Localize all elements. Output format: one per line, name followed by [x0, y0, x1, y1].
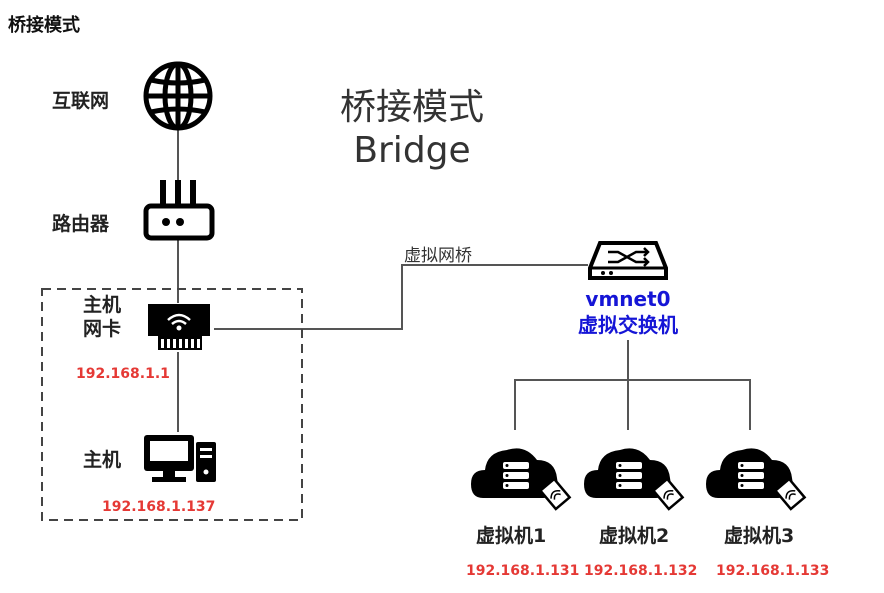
host-label: 主机: [83, 449, 122, 471]
vm2-ip: 192.168.1.132: [584, 563, 698, 579]
host-nic-label-line1: 主机: [83, 294, 122, 316]
globe-icon: [143, 61, 213, 131]
page-title: 桥接模式: [8, 15, 80, 36]
switch-label-line2: 虚拟交换机: [578, 313, 678, 337]
router-icon: [143, 180, 215, 241]
cloud-server-icon: [706, 448, 807, 511]
network-switch-icon: [588, 241, 668, 280]
vm1-ip: 192.168.1.131: [466, 563, 580, 579]
host-boundary-box: [41, 288, 303, 521]
diagram-title-cn: 桥接模式: [339, 87, 484, 128]
host-nic-label-line2: 网卡: [83, 317, 122, 340]
switch-label: vmnet0 虚拟交换机: [558, 286, 698, 338]
switch-label-line1: vmnet0: [585, 287, 671, 311]
vm3-label: 虚拟机3: [724, 525, 795, 547]
cloud-server-icon: [584, 448, 685, 511]
cloud-server-icon: [471, 448, 572, 511]
internet-label: 互联网: [52, 90, 110, 112]
host-nic-ip: 192.168.1.1: [76, 366, 170, 382]
host-ip: 192.168.1.137: [102, 499, 216, 515]
router-label: 路由器: [52, 213, 110, 235]
switch-branch-line: [514, 379, 751, 430]
desktop-computer-icon: [144, 435, 216, 482]
nic-card-icon: [148, 304, 210, 350]
vm1-label: 虚拟机1: [476, 525, 547, 547]
bridge-line: [214, 264, 588, 330]
vm2-label: 虚拟机2: [599, 525, 670, 547]
vm3-ip: 192.168.1.133: [716, 563, 830, 579]
diagram-title: 桥接模式 Bridge: [322, 86, 502, 172]
connection-lines: [177, 130, 751, 432]
bridge-label: 虚拟网桥: [404, 246, 472, 266]
host-nic-label: 主机 网卡: [83, 294, 121, 342]
diagram-title-en: Bridge: [353, 130, 471, 172]
